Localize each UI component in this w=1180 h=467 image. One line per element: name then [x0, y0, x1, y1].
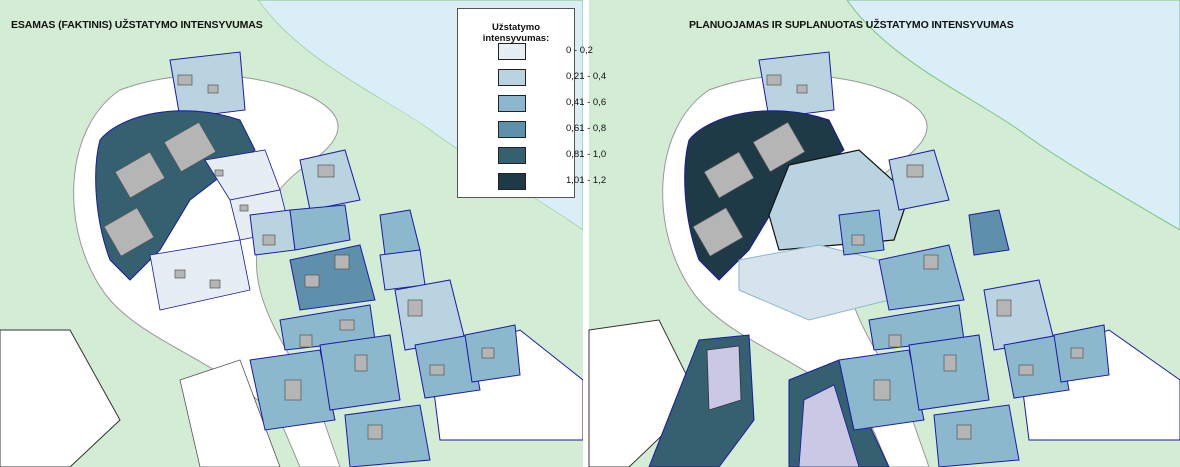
buildings: [692, 74, 1084, 440]
legend-row: 0,21 - 0,4: [458, 69, 606, 87]
map-panel-planned: PLANUOJAMAS IR SUPLANUOTAS UŽSTATYMO INT…: [588, 0, 1180, 467]
panel-divider: [583, 0, 589, 467]
legend-title: Užstatymo intensyvumas:: [482, 22, 550, 44]
legend-label: 0 - 0,2: [566, 45, 593, 56]
parcel: [379, 249, 426, 291]
road-south: [179, 359, 281, 467]
legend-swatch: [498, 43, 526, 60]
planned-map-title: PLANUOJAMAS IR SUPLANUOTAS UŽSTATYMO INT…: [689, 19, 1014, 31]
legend-row: 0,81 - 1,0: [458, 147, 606, 165]
parcel: [299, 149, 361, 211]
planned-intensity-map: [588, 0, 1180, 467]
legend-row: 0,61 - 0,8: [458, 121, 606, 139]
parcel: [933, 404, 1020, 467]
parcel: [758, 51, 835, 119]
map-legend: Užstatymo intensyvumas: 0 - 0,2 0,21 - 0…: [457, 8, 606, 198]
shore-greenery: [240, 0, 583, 330]
parcel: [169, 51, 246, 119]
buildings: [103, 74, 495, 440]
parcel: [344, 404, 431, 467]
parcel: [249, 209, 296, 256]
parcel: [888, 149, 950, 211]
parcel-planned: [798, 384, 860, 467]
parcel: [289, 204, 351, 251]
parcel: [878, 244, 965, 311]
parcel-white-west: [0, 329, 121, 467]
legend-swatch: [498, 95, 526, 112]
parcel: [414, 334, 481, 399]
map-panel-existing: ESAMAS (FAKTINIS) UŽSTATYMO INTENSYVUMAS…: [0, 0, 606, 467]
legend-swatch: [498, 147, 526, 164]
parcel-planned: [706, 345, 742, 411]
legend-label: 0,61 - 0,8: [566, 123, 607, 134]
parcel: [838, 209, 885, 256]
legend-label: 0,81 - 1,0: [566, 149, 607, 160]
legend-row: 0 - 0,2: [458, 43, 593, 61]
legend-swatch: [498, 173, 526, 190]
parcel: [1003, 334, 1070, 399]
parcel: [149, 239, 251, 311]
existing-map-title: ESAMAS (FAKTINIS) UŽSTATYMO INTENSYVUMAS: [11, 19, 263, 31]
parcel: [908, 334, 990, 411]
parcel: [968, 209, 1010, 256]
legend-label: 1,01 - 1,2: [566, 175, 607, 186]
legend-label: 0,21 - 0,4: [566, 71, 607, 82]
legend-label: 0,41 - 0,6: [566, 97, 607, 108]
legend-row: 1,01 - 1,2: [458, 173, 606, 191]
legend-row: 0,41 - 0,6: [458, 95, 606, 113]
water-body: [846, 0, 1180, 231]
legend-swatch: [498, 121, 526, 138]
parcel: [289, 244, 376, 311]
legend-swatch: [498, 69, 526, 86]
parcel: [319, 334, 401, 411]
